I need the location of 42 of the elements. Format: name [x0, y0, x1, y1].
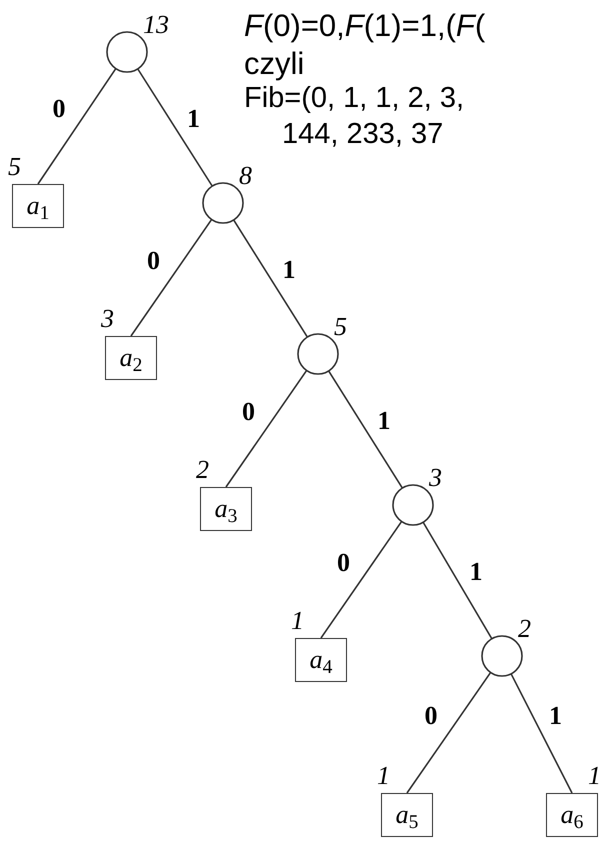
tree-edge: [328, 370, 404, 488]
leaf-box: a$_{5}$: [381, 793, 433, 837]
formula-text: Fib=(0, 1, 1, 2, 3,: [244, 84, 464, 113]
leaf-box: a$_{1}$: [12, 184, 64, 228]
weight-label: 5: [334, 314, 347, 340]
tree-edge: [320, 521, 402, 638]
edge-label: 1: [187, 106, 200, 132]
edge-label: 1: [282, 256, 296, 282]
weight-label: 1: [588, 763, 601, 789]
edge-label: 1: [470, 558, 482, 584]
edge-label: 0: [52, 96, 66, 122]
edge-label: 1: [378, 408, 390, 434]
edge-label: 0: [337, 550, 350, 576]
weight-label: 13: [143, 12, 169, 38]
weight-label: 3: [101, 306, 114, 332]
formula-text: 144, 233, 37: [282, 120, 444, 149]
formula-text: F(0)=0,F(1)=1,(F(: [244, 10, 486, 41]
tree-edge: [232, 220, 308, 338]
weight-label: 2: [518, 616, 531, 642]
tree-edge: [137, 68, 213, 187]
tree-edge: [37, 68, 116, 184]
tree-edge: [130, 219, 212, 336]
edge-label: 0: [242, 398, 255, 424]
weight-label: 1: [291, 608, 304, 634]
tree-edge: [225, 370, 308, 488]
leaf-box: a$_{4}$: [295, 638, 347, 682]
tree-edge: [510, 673, 573, 794]
leaf-box: a$_{2}$: [105, 336, 157, 380]
tree-edge: [422, 522, 493, 640]
weight-label: 3: [429, 465, 442, 491]
edge-label: 1: [549, 702, 562, 728]
leaf-box: a$_{3}$: [200, 487, 252, 531]
weight-label: 1: [377, 763, 390, 789]
weight-label: 2: [196, 457, 209, 483]
tree-edge: [406, 672, 492, 794]
tree-node-circle: [481, 635, 523, 677]
formula-text: czyli: [244, 48, 304, 79]
leaf-box: a$_{6}$: [546, 793, 598, 837]
weight-label: 8: [239, 163, 252, 189]
weight-label: 5: [8, 154, 21, 180]
edge-label: 0: [147, 248, 160, 274]
edge-label: 0: [424, 702, 438, 728]
